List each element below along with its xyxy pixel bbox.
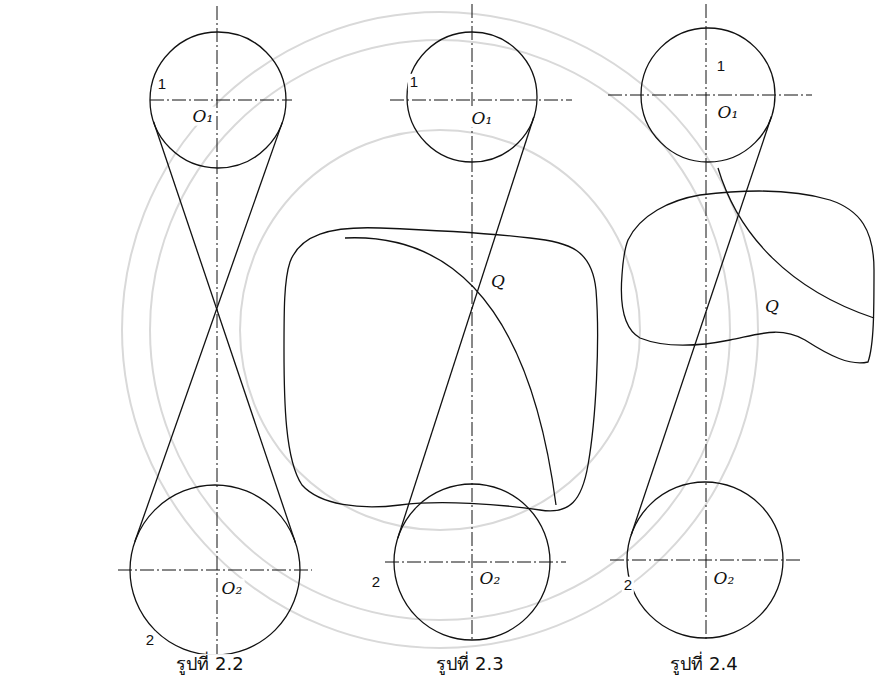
center-label: O₁ — [716, 103, 741, 122]
point-label: Q — [489, 272, 507, 291]
part-number: 2 — [622, 577, 634, 594]
center-lines — [118, 4, 812, 660]
pulley-circles — [130, 28, 783, 655]
figure-caption: รูปที่ 2.3 — [434, 654, 505, 674]
break-outlines — [284, 191, 874, 511]
part-number: 1 — [156, 76, 168, 93]
center-label: O₂ — [712, 569, 737, 588]
center-label: O₂ — [478, 569, 503, 588]
point-label: Q — [763, 297, 781, 316]
figure-caption: รูปที่ 2.4 — [668, 654, 739, 674]
figure-caption: รูปที่ 2.2 — [174, 654, 245, 674]
center-label: O₂ — [220, 579, 245, 598]
center-label: O₁ — [191, 107, 216, 126]
part-number: 2 — [370, 574, 382, 591]
center-label: O₁ — [470, 109, 495, 128]
belt-tangent-lines — [135, 116, 772, 543]
part-number: 2 — [144, 632, 156, 649]
part-number: 1 — [408, 74, 420, 91]
contact-curves — [345, 168, 874, 505]
part-number: 1 — [715, 58, 727, 75]
